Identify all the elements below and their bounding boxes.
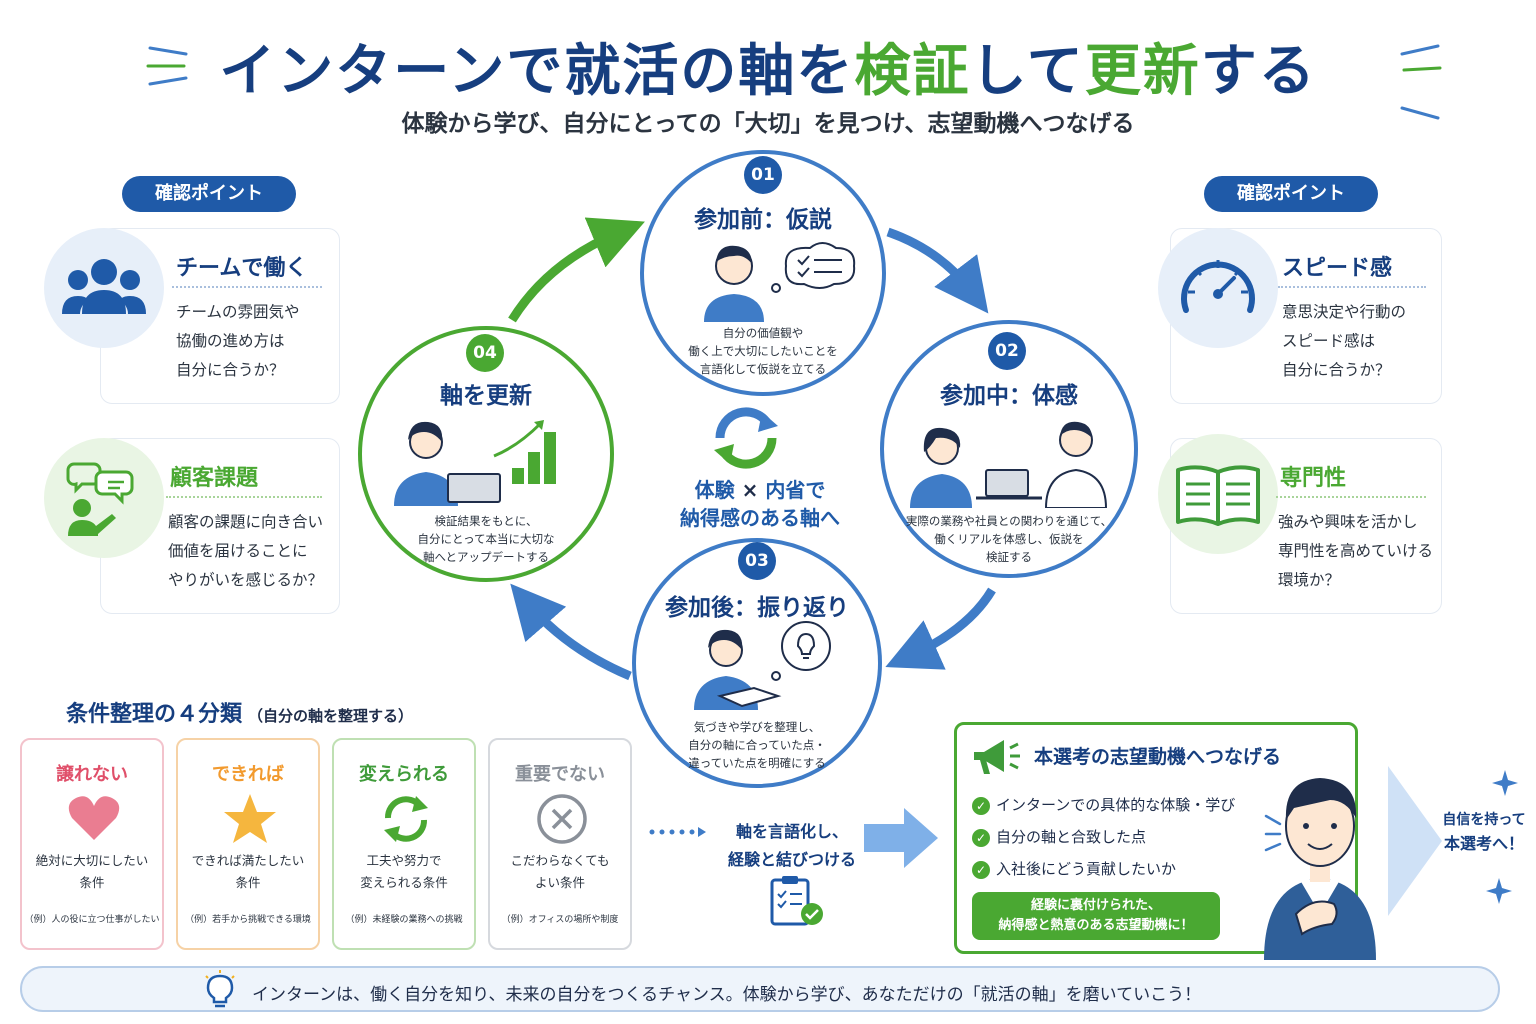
page-title: インターンで就活の軸を検証して更新する	[219, 39, 1317, 104]
presenter-icon	[66, 462, 134, 536]
title-deco-right	[1400, 44, 1442, 120]
thinking-person-illustration	[704, 242, 856, 322]
step-description: 気づきや学びを整理し、自分の軸に合っていた点・違っていた点を明確にする	[688, 720, 826, 770]
refresh-icon	[384, 796, 428, 842]
condition-text: こだわらなくてもよい条件	[510, 853, 610, 890]
check-item: ✓入社後にどう貢献したいか	[972, 858, 1235, 880]
presenter-icon-badge	[44, 438, 164, 558]
star-icon	[224, 794, 276, 843]
step-number: 01	[744, 156, 782, 194]
verbalize-label: 軸を言語化し、経験と結びつける	[727, 822, 856, 869]
condition-example: （例）人の役に立つ仕事がしたい	[24, 915, 160, 925]
step-number: 04	[466, 334, 504, 372]
sparkle-lines	[1264, 814, 1282, 852]
condition-title: 譲れない	[56, 764, 128, 785]
condition-title: 重要でない	[515, 764, 605, 785]
growth-chart-illustration	[394, 420, 556, 506]
team-icon-badge	[44, 228, 164, 348]
divider	[1276, 496, 1426, 498]
sparkle-icon	[1486, 878, 1512, 904]
check-point-pill-right: 確認ポイント	[1204, 176, 1378, 212]
condition-title: できれば	[212, 764, 284, 785]
chevron-shape	[1388, 766, 1442, 916]
condition-text: 絶対に大切にしたい条件	[35, 853, 149, 890]
check-point-pill-left: 確認ポイント	[122, 176, 296, 212]
divider	[172, 286, 322, 288]
reflection-illustration	[694, 621, 831, 710]
condition-example: （例）若手から挑戦できる環境	[185, 915, 311, 925]
conditions-heading: 条件整理の４分類（自分の軸を整理する）	[66, 702, 414, 727]
condition-card-must: 譲れない 絶対に大切にしたい条件 （例）人の役に立つ仕事がしたい	[20, 738, 164, 950]
motive-banner: 経験に裏付けられた、納得感と熱意のある志望動機に！	[972, 892, 1220, 940]
arrow-right-icon	[864, 808, 938, 868]
clipboard-check-icon	[770, 876, 823, 926]
step-description: 実際の業務や社員との関わりを通じて、働くリアルを体感し、仮説を検証する	[905, 514, 1113, 564]
divider	[166, 496, 322, 498]
footer-text: インターンは、働く自分を知り、未来の自分をつくるチャンス。体験から学び、あなただ…	[252, 985, 1202, 1005]
step-number: 03	[738, 542, 776, 580]
check-card-body: 意思決定や行動のスピード感は自分に合うか？	[1282, 303, 1407, 379]
step-description: 自分の価値観や働く上で大切にしたいことを言語化して仮説を立てる	[688, 326, 838, 376]
book-icon	[1176, 465, 1260, 526]
step-title: 軸を更新	[440, 383, 532, 409]
megaphone-icon	[974, 740, 1020, 774]
check-card-title: 顧客課題	[170, 466, 259, 491]
step-title: 参加中：体感	[940, 383, 1078, 409]
confidence-label: 自信を持って本選考へ！	[1442, 812, 1526, 853]
lightbulb-icon	[205, 970, 235, 1008]
meeting-illustration	[910, 421, 1108, 508]
speedometer-icon-badge	[1158, 228, 1278, 348]
condition-example: （例）オフィスの場所や制度	[501, 915, 619, 925]
check-card-body: チームの雰囲気や協働の進め方は自分に合うか？	[176, 303, 300, 379]
condition-example: （例）未経験の業務への挑戦	[345, 915, 463, 925]
check-card-body: 顧客の課題に向き合い価値を届けることにやりがいを感じるか？	[168, 513, 324, 589]
condition-card-changeable: 変えられる 工夫や努力で変えられる条件 （例）未経験の業務への挑戦	[332, 738, 476, 950]
condition-text: できれば満たしたい条件	[191, 853, 305, 890]
condition-title: 変えられる	[359, 764, 449, 785]
book-icon-badge	[1158, 434, 1278, 554]
check-card-title: チームで働く	[176, 256, 308, 281]
condition-card-preferred: できれば できれば満たしたい条件 （例）若手から挑戦できる環境	[176, 738, 320, 950]
page-subtitle: 体験から学び、自分にとっての「大切」を見つけ、志望動機へつなげる	[401, 111, 1135, 137]
motive-checklist: ✓インターンでの具体的な体験・学び ✓自分の軸と合致した点 ✓入社後にどう貢献し…	[972, 794, 1235, 880]
step-number: 02	[988, 332, 1026, 370]
footer-message: インターンは、働く自分を知り、未来の自分をつくるチャンス。体験から学び、あなただ…	[20, 966, 1500, 1012]
check-icon: ✓	[972, 828, 990, 847]
team-icon	[62, 259, 146, 314]
motive-title: 本選考の志望動機へつなげる	[1034, 746, 1282, 768]
confident-person-illustration	[1264, 778, 1376, 960]
refresh-icon	[714, 407, 778, 469]
step-description: 検証結果をもとに、自分にとって本当に大切な軸へとアップデートする	[417, 514, 555, 564]
check-card-title: 専門性	[1280, 466, 1347, 491]
title-deco-left	[146, 46, 188, 86]
cross-circle-icon	[537, 794, 587, 844]
sparkle-icon	[1492, 770, 1518, 796]
condition-text: 工夫や努力で変えられる条件	[360, 853, 448, 890]
heart-icon	[68, 796, 120, 840]
condition-card-unimportant: 重要でない こだわらなくてもよい条件 （例）オフィスの場所や制度	[488, 738, 632, 950]
check-item: ✓インターンでの具体的な体験・学び	[972, 794, 1235, 816]
check-item: ✓自分の軸と合致した点	[972, 826, 1235, 848]
speedometer-icon	[1181, 260, 1255, 313]
dotted-connector	[649, 827, 706, 837]
step-title: 参加前：仮説	[694, 207, 832, 233]
step-title: 参加後：振り返り	[665, 595, 849, 621]
check-card-title: スピード感	[1282, 256, 1393, 281]
divider	[1278, 286, 1426, 288]
check-icon: ✓	[972, 860, 990, 879]
cycle-center-label: 体験 × 内省で 納得感のある軸へ	[680, 478, 840, 530]
check-card-body: 強みや興味を活かし専門性を高めていける環境か？	[1278, 513, 1434, 589]
check-icon: ✓	[972, 796, 990, 815]
